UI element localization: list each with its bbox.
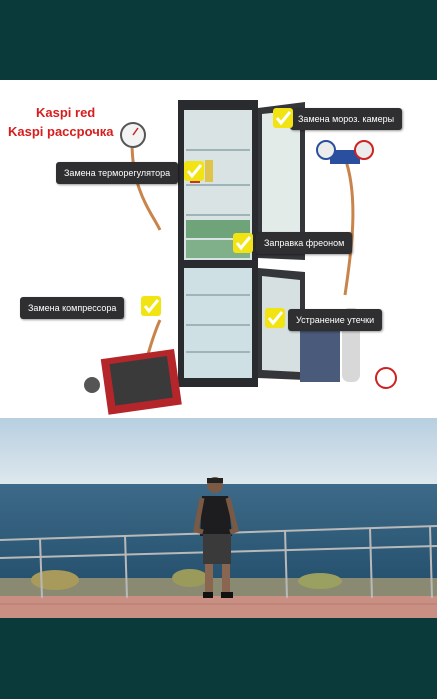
label-freon-refill: Заправка фреоном <box>256 232 353 254</box>
label-freezer-replacement: Замена мороз. камеры <box>290 108 403 130</box>
brand-line-kaspi-installment: Kaspi рассрочка <box>8 124 114 139</box>
seaside-photo <box>0 418 437 618</box>
bottom-dark-band <box>0 618 437 699</box>
man-standing-by-sea <box>0 418 437 618</box>
check-icon <box>141 296 161 316</box>
check-icon <box>265 308 285 328</box>
check-icon <box>184 161 204 181</box>
check-icon <box>233 233 253 253</box>
fridge-illustration <box>84 100 397 415</box>
check-icon <box>273 108 293 128</box>
top-dark-band <box>0 0 437 80</box>
label-thermostat-replacement: Замена терморегулятора <box>56 162 179 184</box>
refrigerator-repair-ad: Kaspi red Kaspi рассрочка Замена мороз. … <box>0 80 437 418</box>
brand-line-kaspi-red: Kaspi red <box>36 105 96 120</box>
label-leak-repair: Устранение утечки <box>288 309 383 331</box>
label-compressor-replacement: Замена компрессора <box>20 297 125 319</box>
